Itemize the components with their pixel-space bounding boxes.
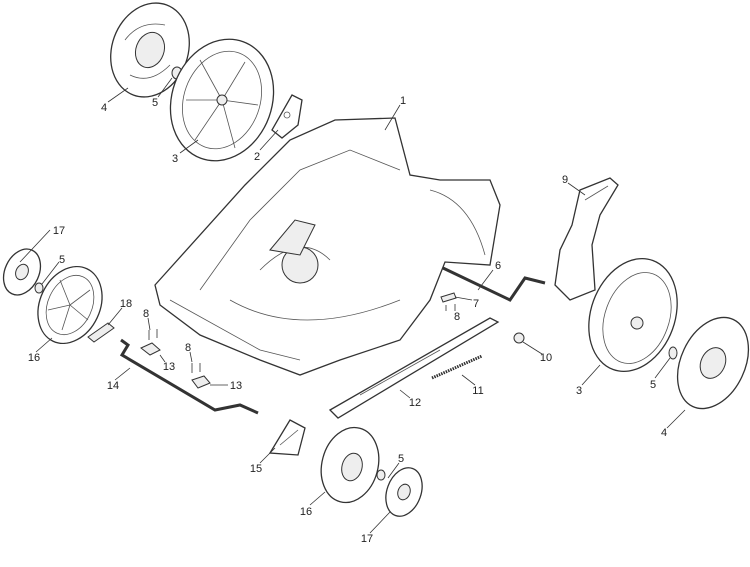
callout-6: 6	[495, 260, 501, 272]
washer-left	[34, 282, 44, 294]
callout-2: 2	[254, 151, 260, 163]
rear-wheel-right	[588, 257, 678, 373]
callout-5: 5	[650, 379, 656, 391]
plate	[440, 292, 457, 303]
bushing	[513, 332, 525, 344]
callout-14: 14	[107, 380, 119, 392]
front-wheel-left	[37, 265, 103, 345]
callout-8: 8	[454, 311, 460, 323]
callout-17: 17	[361, 533, 373, 545]
callout-labels: 1 2 3 4 5 17 5 16 18 8 13 14 8 13 15 16 …	[28, 95, 667, 545]
callout-15: 15	[250, 463, 262, 475]
washer-right	[668, 346, 678, 360]
bracket-a	[140, 342, 161, 356]
front-wheel-cap-left	[2, 248, 42, 296]
rear-wheel-cap-right	[676, 316, 750, 410]
callout-7: 7	[473, 298, 479, 310]
adjuster-bar	[328, 317, 500, 419]
front-axle	[119, 338, 259, 415]
callout-18: 18	[120, 298, 132, 310]
callout-9: 9	[562, 174, 568, 186]
callout-5: 5	[398, 453, 404, 465]
callout-3: 3	[576, 385, 582, 397]
callout-5: 5	[152, 97, 158, 109]
height-lever	[268, 419, 306, 456]
callout-16: 16	[300, 506, 312, 518]
handle-lever	[554, 177, 619, 301]
callout-10: 10	[540, 352, 552, 364]
rear-wheel-top	[169, 38, 275, 162]
rear-wheel-cap-top	[110, 2, 190, 98]
screws-b	[191, 363, 201, 373]
callout-5: 5	[59, 254, 65, 266]
front-wheel-cap-bottom	[385, 467, 423, 517]
bracket-b	[191, 375, 211, 389]
callout-11: 11	[472, 385, 483, 397]
mower-deck	[154, 117, 501, 376]
screws-c	[445, 304, 456, 311]
callout-4: 4	[101, 102, 107, 114]
callout-13: 13	[163, 361, 175, 373]
spring	[431, 354, 483, 380]
callout-1: 1	[400, 95, 406, 107]
callout-13: 13	[230, 380, 242, 392]
leader-lines	[19, 77, 686, 534]
washer-bottom	[376, 469, 386, 481]
callout-4: 4	[661, 427, 667, 439]
clip	[87, 322, 115, 343]
callout-17: 17	[53, 225, 65, 237]
callout-8: 8	[185, 342, 191, 354]
hub-plate	[271, 94, 303, 139]
callout-12: 12	[409, 397, 421, 409]
callout-3: 3	[172, 153, 178, 165]
rear-axle	[442, 266, 546, 302]
front-wheel-bottom	[320, 426, 380, 504]
callout-16: 16	[28, 352, 40, 364]
callout-8: 8	[143, 308, 149, 320]
screws-a	[148, 329, 158, 340]
